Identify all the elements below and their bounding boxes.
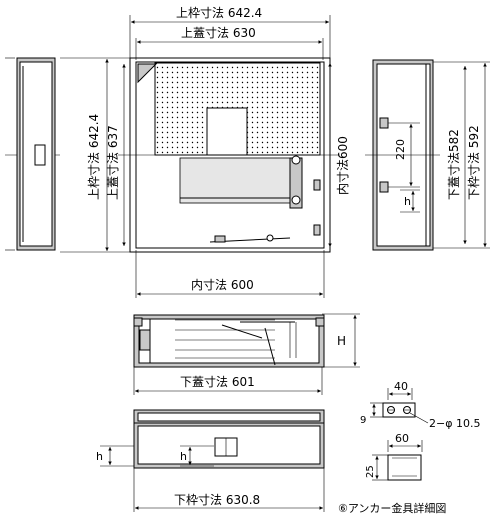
side-handle <box>34 144 46 166</box>
burner-unit <box>179 157 296 204</box>
upper-frame-height-label: 上枠寸法 642.4 <box>87 114 101 200</box>
left-vertical-dimensions: 上枠寸法 642.4 上蓋寸法 637 <box>60 57 130 253</box>
inner-height-dimension: 内寸法600 <box>328 62 350 247</box>
lower-frame-width-dimension: 下枠寸法 630.8 <box>133 468 325 512</box>
front-view <box>118 57 340 253</box>
left-side-view <box>5 57 60 251</box>
bottom-h-left-label: h <box>96 450 103 463</box>
right-vertical-dimensions: 下蓋寸法582 下枠寸法 592 <box>433 61 490 249</box>
top-dimensions: 上枠寸法 642.4 上蓋寸法 630 <box>129 6 331 60</box>
right-side-view: 220 h <box>365 59 440 251</box>
anchor-9-label: 9 <box>360 415 366 426</box>
anchor-40-label: 40 <box>394 380 408 393</box>
inner-height-label: 内寸法600 <box>336 136 350 195</box>
lower-lid-width-dimension: 下蓋寸法 601 <box>133 367 323 395</box>
upper-lid-width-label: 上蓋寸法 630 <box>181 26 256 40</box>
anchor-bottom <box>379 181 389 193</box>
inner-width-label: 内寸法 600 <box>191 278 254 292</box>
anchor-detail: 40 9 2−φ 10.5 60 25 ⑥アンカー金具詳細図 <box>338 380 480 515</box>
inner-width-dimension: 内寸法 600 <box>135 250 325 298</box>
lower-frame-height-label: 下枠寸法 592 <box>467 125 481 200</box>
anchor-top <box>379 117 389 129</box>
bottom-h-mid-label: h <box>180 450 187 463</box>
center-opening <box>206 107 248 156</box>
dim-220-label: 220 <box>394 139 407 160</box>
upper-lid-height-label: 上蓋寸法 637 <box>106 125 120 200</box>
corner-bracket <box>137 63 158 84</box>
anchor-25-label: 25 <box>365 465 376 478</box>
plan-view: H <box>133 313 360 368</box>
anchor-caption: ⑥アンカー金具詳細図 <box>338 501 446 515</box>
lower-frame-width-label: 下枠寸法 630.8 <box>174 493 260 507</box>
lower-lid-height-label: 下蓋寸法582 <box>447 129 461 200</box>
dim-H-label: H <box>337 334 346 348</box>
right-h-label: h <box>404 195 411 208</box>
upper-frame-width-label: 上枠寸法 642.4 <box>176 6 262 20</box>
lower-lid-width-label: 下蓋寸法 601 <box>180 375 255 389</box>
bottom-view: h h <box>96 409 325 469</box>
anchor-60-label: 60 <box>395 432 409 445</box>
anchor-phi-label: 2−φ 10.5 <box>429 417 480 430</box>
